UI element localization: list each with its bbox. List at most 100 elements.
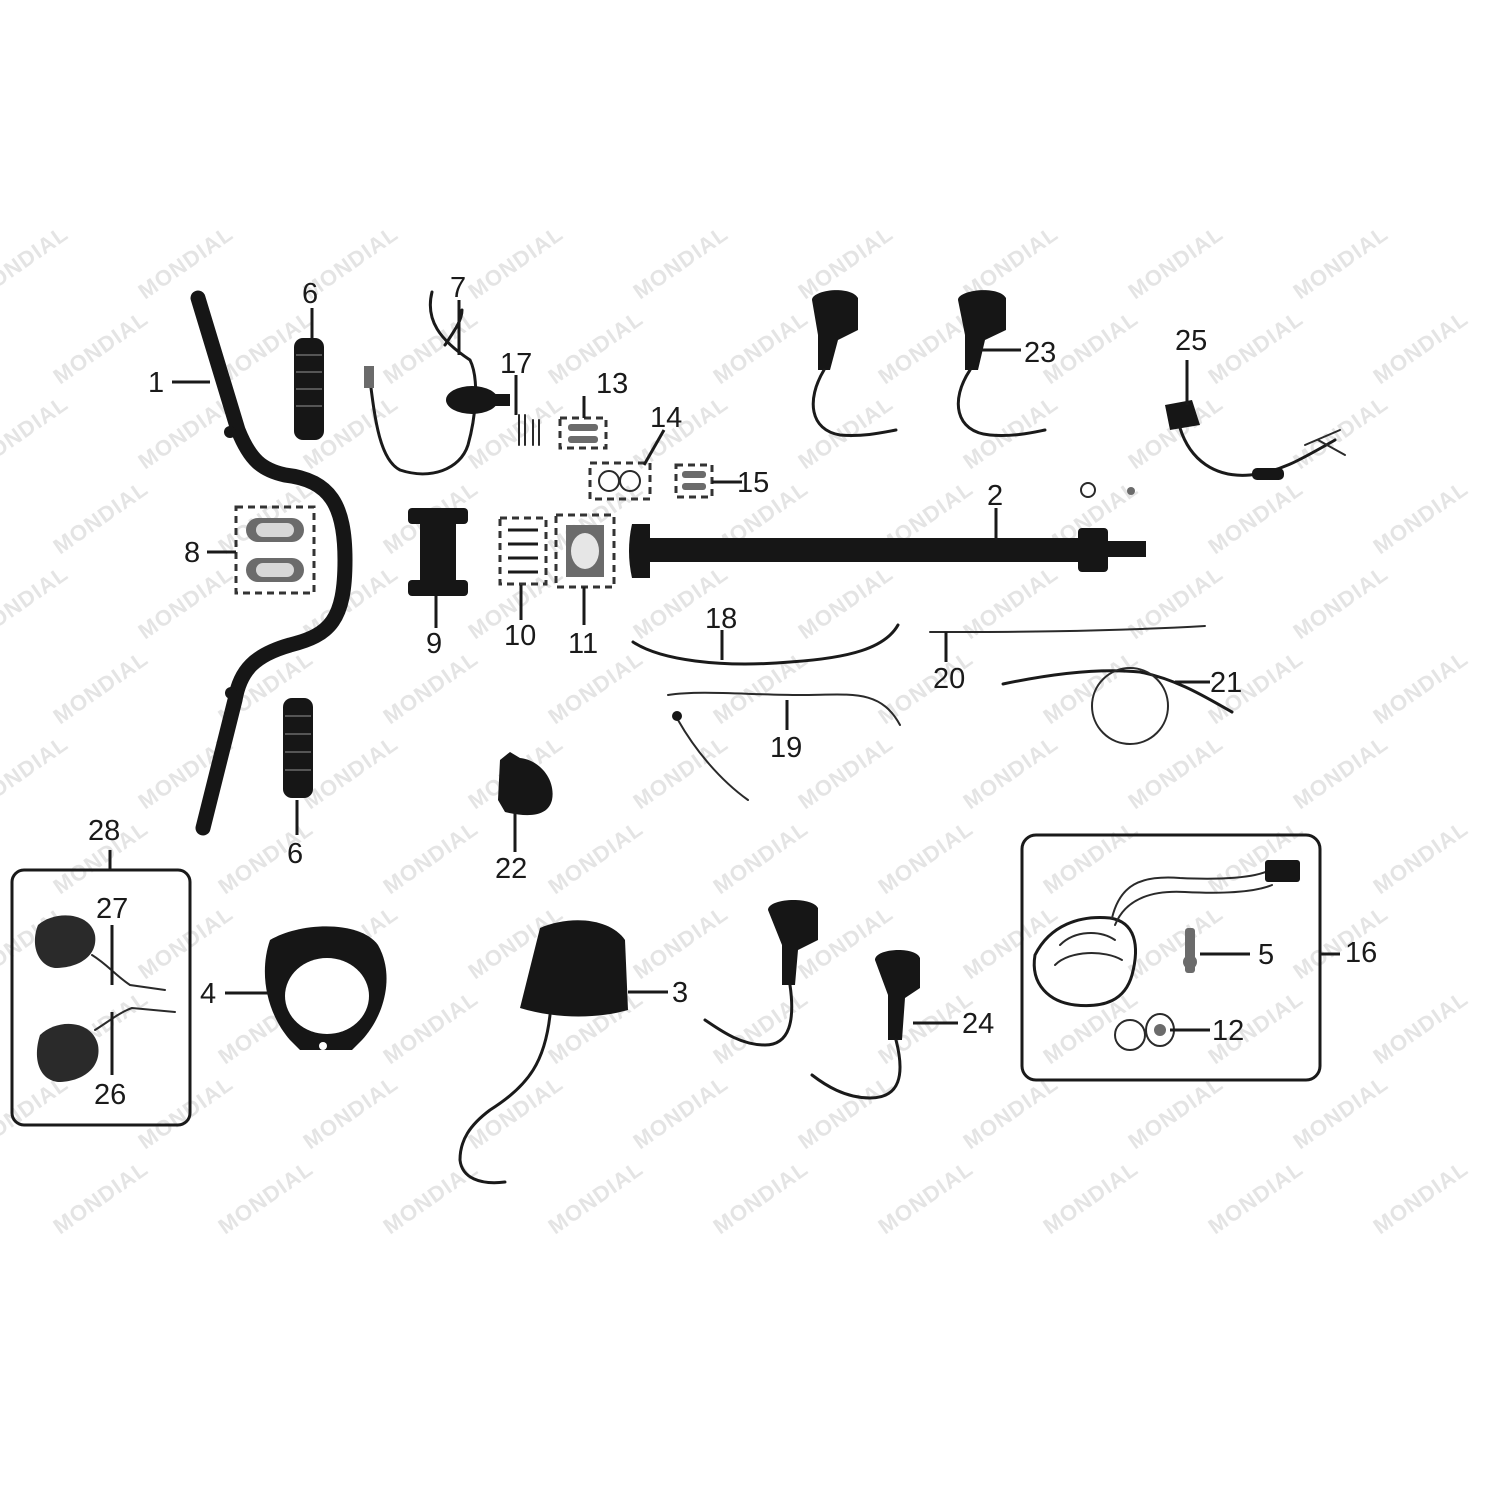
watermark-text: MONDIAL: [709, 816, 813, 899]
watermark-text: MONDIAL: [134, 221, 238, 304]
headlight-rim-icon: [264, 926, 387, 1050]
part-label-5: 5: [1258, 939, 1274, 971]
part-label-16: 16: [1345, 937, 1377, 969]
watermark-text: MONDIAL: [379, 306, 483, 389]
watermark-text: MONDIAL: [1369, 646, 1473, 729]
watermark-text: MONDIAL: [134, 901, 238, 984]
watermark-text: MONDIAL: [49, 306, 153, 389]
watermark-text: MONDIAL: [1289, 561, 1393, 644]
watermark-text: MONDIAL: [379, 986, 483, 1069]
part-label-18: 18: [705, 603, 737, 635]
watermark-text: MONDIAL: [1204, 306, 1308, 389]
grip-icon: [283, 698, 313, 798]
screw-icon: [1183, 928, 1197, 973]
watermark-text: MONDIAL: [1039, 1156, 1143, 1239]
watermark-text: MONDIAL: [794, 1071, 898, 1154]
part-label-28: 28: [88, 815, 120, 847]
part-label-6b: 6: [287, 838, 303, 870]
bulb-icon: [1114, 1013, 1175, 1051]
part-label-3: 3: [672, 977, 688, 1009]
watermark-text: MONDIAL: [959, 1071, 1063, 1154]
part-label-26: 26: [94, 1079, 126, 1111]
watermark-text: MONDIAL: [629, 221, 733, 304]
grip-icon: [294, 338, 324, 440]
watermark-text: MONDIAL: [959, 731, 1063, 814]
turn-signal-icon: [956, 290, 1047, 437]
watermark-text: MONDIAL: [464, 1071, 568, 1154]
part-label-12: 12: [1212, 1015, 1244, 1047]
part-label-2: 2: [987, 480, 1003, 512]
watermark-text: MONDIAL: [709, 306, 813, 389]
watermark-text: MONDIAL: [544, 816, 648, 899]
watermark-text: MONDIAL: [794, 731, 898, 814]
watermark-text: MONDIAL: [299, 731, 403, 814]
part-label-9: 9: [426, 628, 442, 660]
watermark-text: MONDIAL: [709, 1156, 813, 1239]
watermark-text: MONDIAL: [1289, 221, 1393, 304]
horn-icon: [498, 752, 553, 816]
part-label-10: 10: [504, 620, 536, 652]
watermark-text: MONDIAL: [1124, 561, 1228, 644]
watermark-text: MONDIAL: [49, 646, 153, 729]
part-label-6a: 6: [302, 278, 318, 310]
watermark-text: MONDIAL: [629, 1071, 733, 1154]
watermark-text: MONDIAL: [709, 986, 813, 1069]
watermark-text: MONDIAL: [379, 816, 483, 899]
part-label-23: 23: [1024, 337, 1056, 369]
watermark-text: MONDIAL: [464, 221, 568, 304]
watermark-text: MONDIAL: [0, 561, 73, 644]
washer-icon: [558, 416, 608, 450]
part-label-14: 14: [650, 402, 682, 434]
watermark-text: MONDIAL: [629, 901, 733, 984]
part-label-15: 15: [737, 467, 769, 499]
cable-icon: [1001, 667, 1234, 745]
part-number-labels: 1 2 3 4 5 6 6 7 8 9 10 11 12 13 14 15 16…: [88, 272, 1377, 1111]
watermark-text: MONDIAL: [874, 1156, 978, 1239]
riser-icon: [408, 508, 468, 596]
mirror-set-icon: [10, 868, 192, 1127]
part-label-1: 1: [148, 367, 164, 399]
watermark-text: MONDIAL: [1289, 1071, 1393, 1154]
turn-signal-icon: [811, 290, 898, 437]
watermark-text: MONDIAL: [214, 476, 318, 559]
watermark-text: MONDIAL: [1369, 1156, 1473, 1239]
part-label-19: 19: [770, 732, 802, 764]
watermark-text: MONDIAL: [959, 901, 1063, 984]
switch-icon: [1165, 400, 1346, 480]
part-label-25: 25: [1175, 325, 1207, 357]
watermark-text: MONDIAL: [709, 646, 813, 729]
watermark-text: MONDIAL: [1369, 306, 1473, 389]
watermark-text: MONDIAL: [794, 561, 898, 644]
watermark-text: MONDIAL: [214, 1156, 318, 1239]
watermark-text: MONDIAL: [0, 391, 73, 474]
mirror-icon: [36, 1006, 176, 1082]
watermark-text: MONDIAL: [1369, 816, 1473, 899]
turn-signal-icon: [810, 949, 920, 1100]
part-label-4: 4: [200, 978, 216, 1010]
bolt-icon: [674, 463, 714, 499]
headlight-icon: [458, 920, 628, 1185]
watermark-text: MONDIAL: [134, 1071, 238, 1154]
watermark-text: MONDIAL: [0, 731, 73, 814]
part-label-20: 20: [933, 663, 965, 695]
watermark-text: MONDIAL: [1039, 816, 1143, 899]
cable-icon: [631, 623, 900, 666]
watermark-text: MONDIAL: [49, 1156, 153, 1239]
clamp-icon: [234, 505, 316, 595]
lever-switch-icon: [364, 290, 510, 476]
watermark-text: MONDIAL: [299, 1071, 403, 1154]
part-label-13: 13: [596, 368, 628, 400]
holder-icon: [554, 513, 616, 589]
part-label-24: 24: [962, 1008, 994, 1040]
watermark-text: MONDIAL: [1039, 646, 1143, 729]
watermark-text: MONDIAL: [1369, 986, 1473, 1069]
tail-light-icon: [1020, 833, 1322, 1082]
leader-lines: [108, 300, 1340, 1075]
part-label-17: 17: [500, 348, 532, 380]
watermark-text: MONDIAL: [544, 1156, 648, 1239]
part-label-27: 27: [96, 893, 128, 925]
throttle-tube-icon: [629, 482, 1146, 578]
cable-icon: [929, 625, 1206, 633]
watermark-text: MONDIAL: [49, 476, 153, 559]
watermark-text: MONDIAL: [134, 561, 238, 644]
